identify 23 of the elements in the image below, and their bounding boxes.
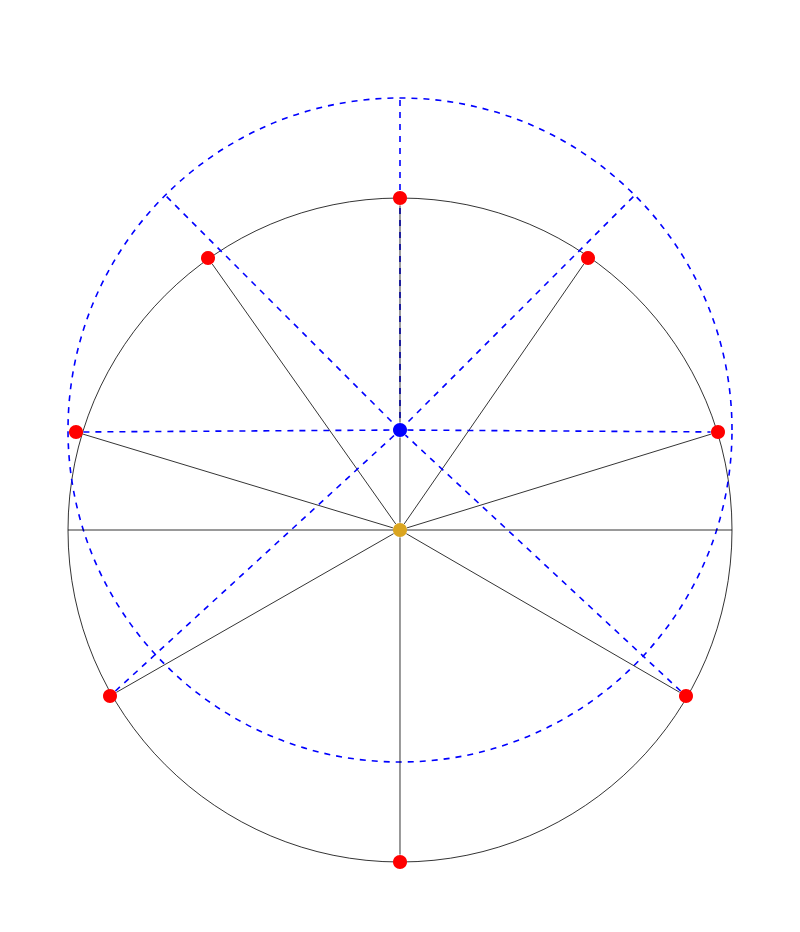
- line: [114, 434, 396, 692]
- point: [393, 523, 407, 537]
- point: [679, 689, 693, 703]
- line: [406, 429, 712, 433]
- point: [393, 423, 407, 437]
- point: [581, 251, 595, 265]
- line: [211, 263, 397, 525]
- line: [406, 433, 712, 529]
- line: [82, 433, 394, 529]
- point: [201, 251, 215, 265]
- point: [103, 689, 117, 703]
- point: [393, 191, 407, 205]
- point: [393, 855, 407, 869]
- line: [403, 263, 585, 525]
- point: [711, 425, 725, 439]
- line: [399, 537, 401, 855]
- line: [116, 533, 394, 693]
- line: [399, 205, 401, 423]
- line: [399, 437, 401, 523]
- line: [404, 434, 682, 692]
- line: [82, 429, 394, 433]
- line: [406, 533, 680, 693]
- point: [69, 425, 83, 439]
